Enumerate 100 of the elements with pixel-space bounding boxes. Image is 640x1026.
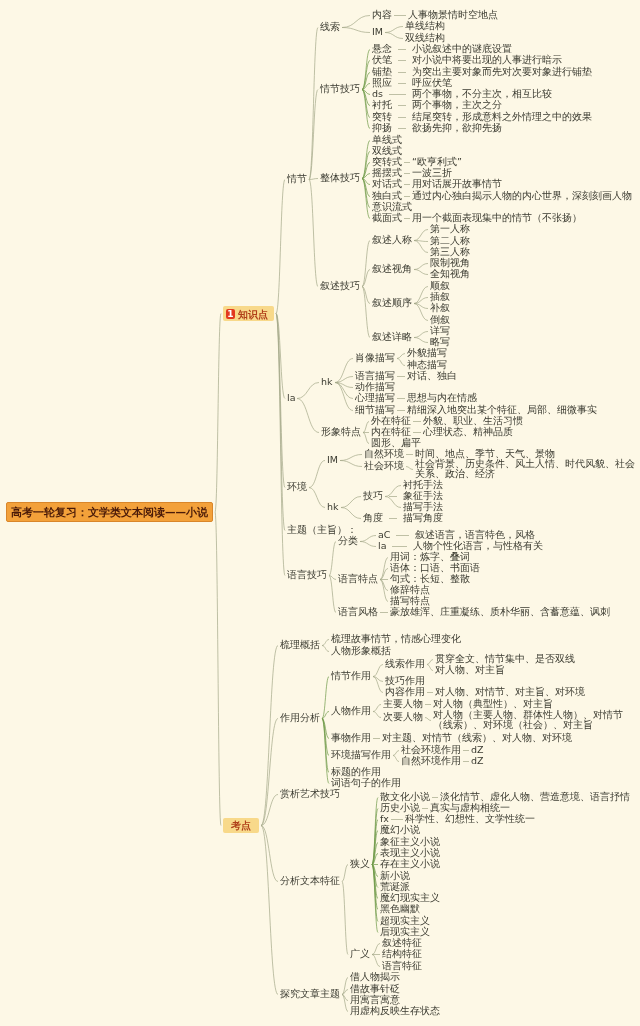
branch-label: 社会环境: [364, 460, 404, 471]
branch-label: 自然环境: [364, 448, 404, 459]
branch-line: [413, 331, 429, 338]
branch-label: 神态描写: [407, 359, 447, 370]
branch-label: 象征主义小说: [380, 836, 440, 847]
branch-label: 伏笔: [372, 54, 392, 65]
branch-label: 用寓言寓意: [350, 994, 400, 1005]
branch-label: la: [287, 392, 296, 403]
branch-line: [413, 263, 429, 270]
branch-label: 梳理故事情节，情感心理变化: [331, 633, 461, 644]
branch-label: 思想与内在情感: [407, 392, 477, 403]
branch-label: 借故事针砭: [350, 983, 400, 994]
branch-label: 对话式: [372, 178, 402, 189]
branch-label: 第二人称: [430, 235, 470, 246]
branch-label: 通过内心独白揭示人物的内心世界，深刻刻画人物: [412, 190, 632, 201]
branch-line: [361, 178, 371, 197]
branch-line: [341, 27, 371, 33]
branch-label: 人事物景情时空地点: [408, 9, 498, 20]
branch-label: 语言特征: [382, 960, 422, 971]
branch-line: [275, 179, 286, 314]
branch-line: [403, 196, 411, 197]
branch-line: [371, 864, 379, 910]
branch-label: 插叙: [430, 291, 450, 302]
branch-line: [214, 313, 222, 513]
branch-label: 社会环境作用: [401, 744, 461, 755]
branch-label: 时间、地点、季节、天气、景物: [415, 448, 555, 459]
branch-label: 结构特征: [382, 948, 422, 959]
branch-label: ds: [372, 88, 383, 99]
branch-label: 呼应伏笔: [412, 77, 452, 88]
branch-label: 顺叙: [430, 280, 450, 291]
branch-label: IM: [327, 454, 338, 465]
branch-line: [396, 353, 406, 359]
branch-line: [296, 382, 320, 399]
branch-label: 表现主义小说: [380, 847, 440, 858]
branch-line: [393, 15, 407, 16]
branch-line: [334, 376, 354, 383]
branch-line: [372, 704, 382, 712]
branch-label: 动作描写: [355, 381, 395, 392]
branch-line: [413, 269, 429, 275]
branch-label: 淡化情节、虚化人物、营造意境、语言抒情: [440, 791, 630, 802]
branch-label: hk: [321, 376, 333, 387]
branch-line: [361, 60, 371, 90]
branch-label: 描写特点: [390, 595, 430, 606]
branch-label: 广义: [350, 948, 370, 959]
branch-label: 魔幻现实主义: [380, 892, 440, 903]
branch-line: [371, 954, 381, 967]
central-topic-box: 高考一轮复习：文学类文本阅读——小说: [6, 502, 213, 522]
branch-label: 两个事物，主次之分: [412, 99, 502, 110]
branch-label: 作用分析: [280, 712, 320, 723]
branch-line: [405, 454, 414, 455]
branch-line: [362, 432, 370, 444]
branch-line: [361, 173, 371, 179]
branch-label: 全知视角: [430, 268, 470, 279]
branch-label: 略写: [430, 336, 450, 347]
branch-line: [395, 535, 410, 536]
branch-label: 小说叙述中的谜底设置: [412, 43, 512, 54]
branch-line: [308, 460, 326, 488]
branch-label: dZ: [471, 755, 484, 766]
branch-line: [424, 704, 432, 705]
branch-line: [361, 240, 371, 287]
branch-label: 叙述人称: [372, 234, 412, 245]
branch-line: [413, 240, 429, 253]
branch-line: [361, 151, 371, 179]
branch-label: 对人物（主要人物、群体性人物）、对情节（线索）、对环境（社会）、对主旨: [433, 709, 636, 731]
branch-line: [359, 535, 377, 542]
branch-label: 用一个截面表现集中的情节（不张扬）: [412, 212, 582, 223]
branch-line: [397, 83, 407, 84]
branch-label: 详写: [430, 325, 450, 336]
branch-label: 社会背景、历史条件、风土人情、时代风貌、社会关系、政治、经济: [415, 458, 636, 480]
branch-line: [361, 89, 371, 129]
branch-label: 人物作用: [331, 705, 371, 716]
branch-line: [372, 676, 384, 693]
branch-line: [384, 26, 404, 33]
branch-label: aC: [378, 529, 391, 540]
branch-label: 分析文本特征: [280, 875, 340, 886]
branch-label: 语言技巧: [287, 569, 327, 580]
branch-label: la: [378, 540, 387, 551]
branch-label: 第一人称: [430, 223, 470, 234]
branch-line: [371, 853, 379, 865]
branch-line: [334, 358, 354, 383]
branch-label: 叙述特征: [382, 937, 422, 948]
branch-line: [341, 881, 349, 955]
branch-label: 技巧: [363, 490, 383, 501]
branch-label: 意识流式: [372, 201, 412, 212]
branch-line: [308, 178, 319, 180]
branch-line: [379, 557, 389, 580]
branch-line: [308, 487, 326, 508]
branch-label: 叙述技巧: [320, 280, 360, 291]
branch-label: 情节作用: [331, 670, 371, 681]
branch-line: [372, 664, 384, 677]
branch-line: [379, 579, 389, 591]
branch-line: [403, 173, 411, 174]
branch-label: 真实与虚构相统一: [430, 802, 510, 813]
branch-label: “欧亨利式”: [412, 156, 462, 167]
branch-line: [334, 382, 354, 399]
branch-label: 线索作用: [385, 659, 425, 670]
branch-line: [371, 797, 379, 865]
branch-line: [403, 184, 411, 185]
branch-line: [275, 313, 286, 399]
branch-label: 探究文章主题: [280, 988, 340, 999]
